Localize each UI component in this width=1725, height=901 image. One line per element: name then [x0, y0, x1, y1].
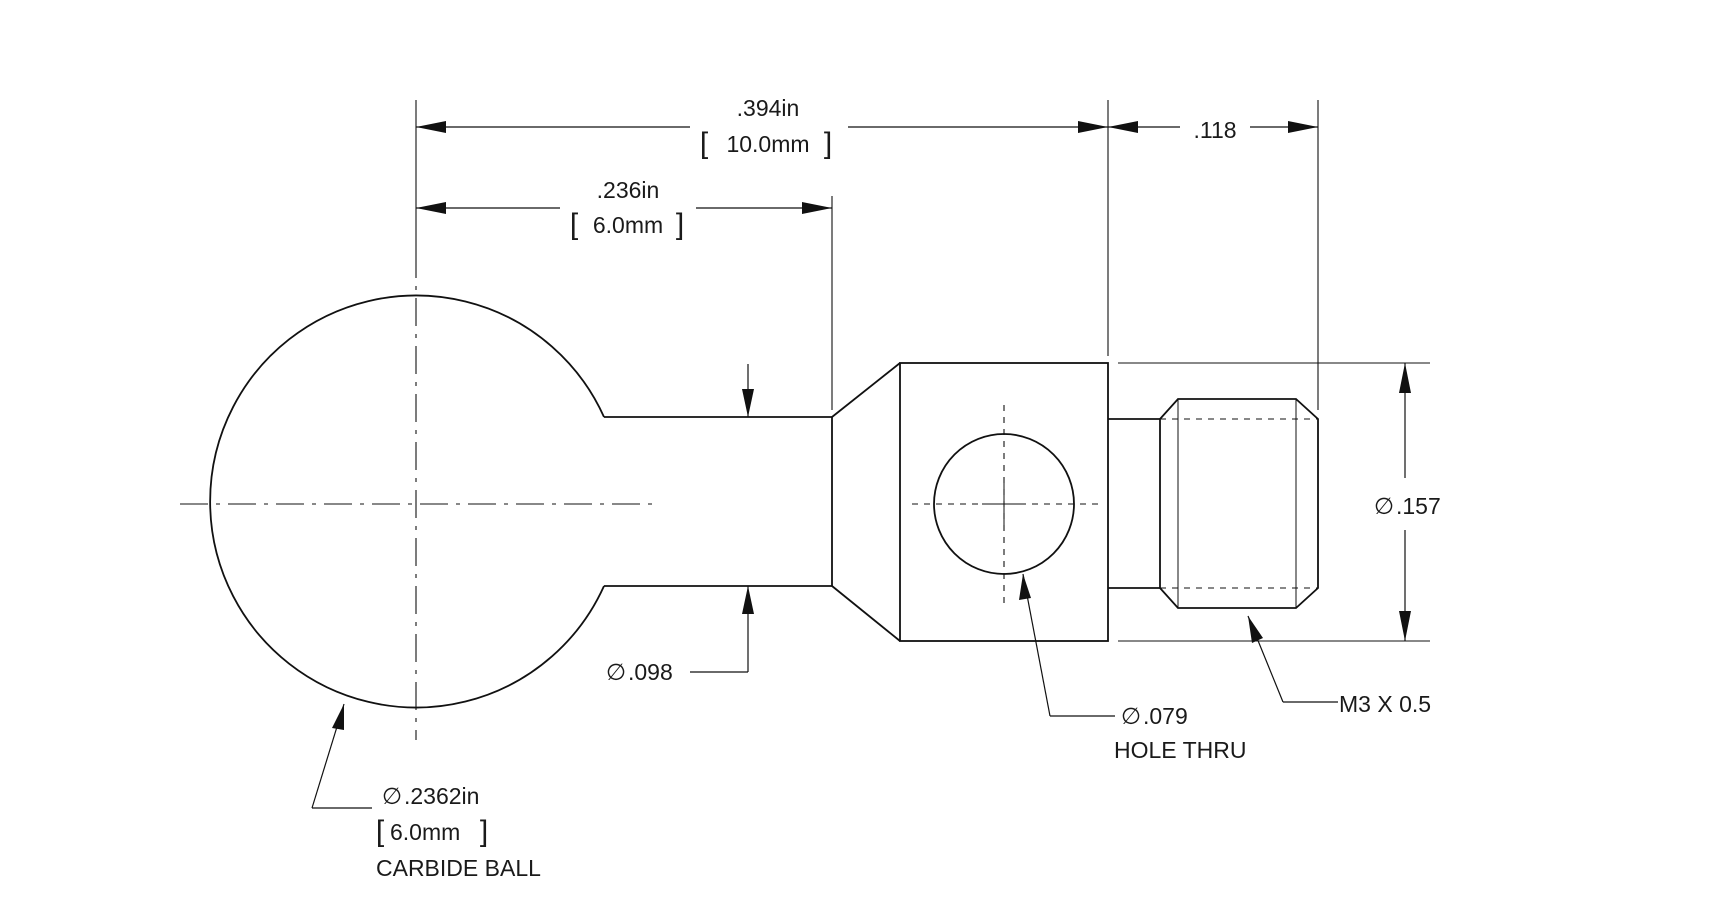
dim-value: .394in: [737, 95, 800, 121]
arrowhead-left: [1108, 121, 1138, 133]
arrowhead-bottom: [1399, 611, 1411, 641]
dim-value: .118: [1193, 117, 1236, 143]
dim-thread-length: .118: [1108, 117, 1318, 143]
arrowhead-top: [1399, 363, 1411, 393]
chamfer-bottom: [831, 585, 901, 642]
bracket-open: [: [376, 815, 385, 848]
bracket-open: [: [570, 208, 579, 241]
dim-alt-value: 6.0mm: [390, 819, 460, 845]
dim-value: .157: [1396, 493, 1441, 519]
extension-lines: [415, 100, 1430, 642]
dim-overall-length: .394in [ 10.0mm ]: [416, 95, 1108, 160]
dim-ball-to-shoulder: .236in [ 6.0mm ]: [416, 177, 832, 241]
arrowhead-left: [416, 121, 446, 133]
diameter-symbol: ∅: [1374, 493, 1394, 519]
part-outline: [209, 294, 1319, 709]
centerlines: [180, 250, 1100, 740]
diameter-symbol: ∅: [382, 783, 402, 809]
threaded-stud: [1159, 398, 1319, 609]
arrowhead: [1019, 574, 1031, 600]
callout-ball: ∅ .2362in [ 6.0mm ] CARBIDE BALL: [311, 703, 541, 881]
bracket-open: [: [700, 127, 709, 160]
bracket-close: ]: [676, 208, 684, 241]
dim-body-diameter: ∅ .157: [1374, 363, 1441, 641]
dim-value: .2362in: [404, 783, 479, 809]
arrowhead-right: [1078, 121, 1108, 133]
dim-value: .079: [1143, 703, 1188, 729]
dim-value: .236in: [597, 177, 660, 203]
body-block: [899, 362, 1109, 642]
dim-note: HOLE THRU: [1114, 737, 1247, 763]
bracket-close: ]: [824, 127, 832, 160]
dim-value: .098: [628, 659, 673, 685]
arrowhead-right: [802, 202, 832, 214]
arrowhead-top: [742, 389, 754, 417]
chamfer-top: [831, 362, 901, 418]
dim-neck-diameter: ∅ .098: [606, 364, 754, 685]
arrowhead-bottom: [742, 586, 754, 614]
callout-cross-hole: ∅ .079 HOLE THRU: [1019, 573, 1247, 763]
diameter-symbol: ∅: [1121, 703, 1141, 729]
dim-alt-value: 6.0mm: [593, 212, 663, 238]
arrowhead-left: [416, 202, 446, 214]
callout-thread: M3 X 0.5: [1247, 615, 1431, 717]
arrowhead: [332, 704, 344, 730]
carbide-ball: [209, 294, 605, 709]
bracket-close: ]: [480, 815, 488, 848]
arrowhead: [1248, 616, 1263, 643]
dim-alt-value: 10.0mm: [726, 131, 809, 157]
arrowhead-right: [1288, 121, 1318, 133]
thread-spec: M3 X 0.5: [1339, 691, 1431, 717]
dim-note: CARBIDE BALL: [376, 855, 541, 881]
diameter-symbol: ∅: [606, 659, 626, 685]
